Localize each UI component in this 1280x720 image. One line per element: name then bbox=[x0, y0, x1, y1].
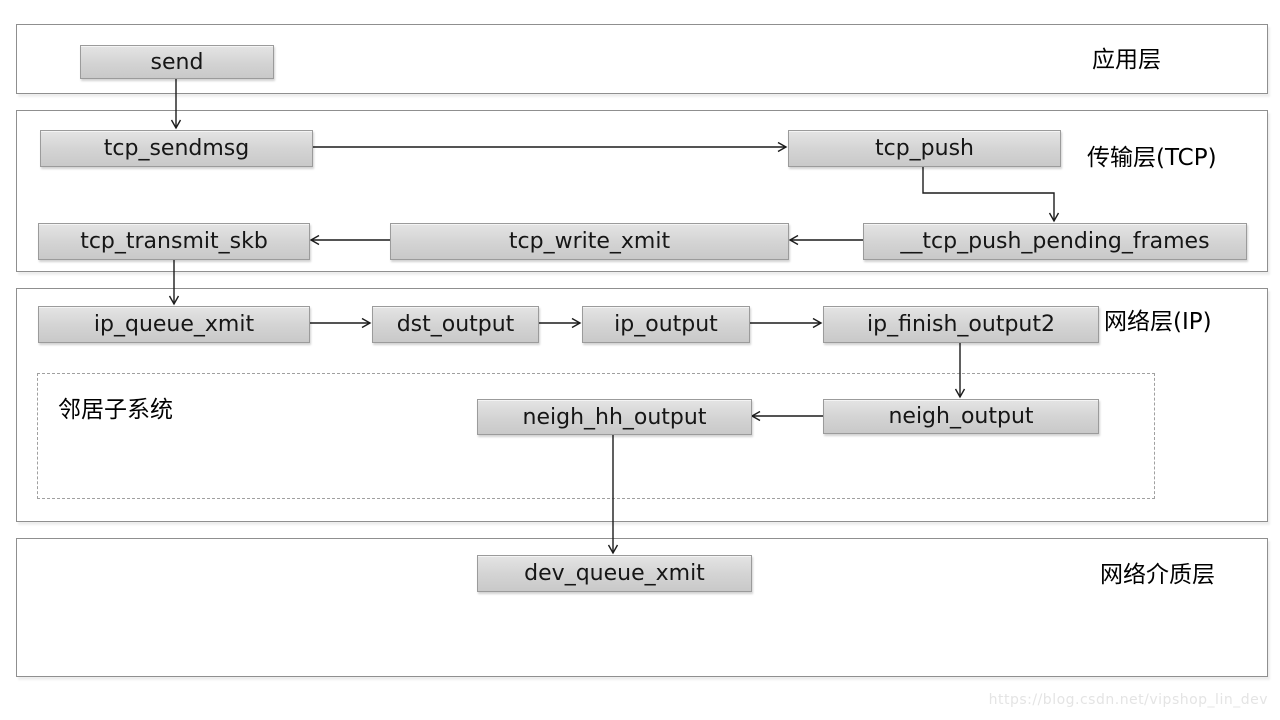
node-tcp_push: tcp_push bbox=[788, 130, 1061, 167]
node-__tcp_push_pending_frames: __tcp_push_pending_frames bbox=[863, 223, 1247, 260]
layer-media-label: 网络介质层 bbox=[1100, 562, 1215, 588]
node-ip_output: ip_output bbox=[582, 306, 750, 343]
layer-network-label: 网络层(IP) bbox=[1104, 309, 1212, 335]
node-neigh_hh_output: neigh_hh_output bbox=[477, 399, 752, 435]
node-dst_output: dst_output bbox=[372, 306, 539, 343]
layer-application-label: 应用层 bbox=[1092, 47, 1161, 73]
neighbor-subsystem-label: 邻居子系统 bbox=[58, 397, 173, 423]
node-tcp_transmit_skb: tcp_transmit_skb bbox=[38, 223, 310, 260]
node-send: send bbox=[80, 45, 274, 79]
node-tcp_write_xmit: tcp_write_xmit bbox=[390, 223, 789, 260]
node-dev_queue_xmit: dev_queue_xmit bbox=[477, 555, 752, 592]
node-ip_queue_xmit: ip_queue_xmit bbox=[38, 306, 310, 343]
node-ip_finish_output2: ip_finish_output2 bbox=[823, 306, 1099, 343]
node-neigh_output: neigh_output bbox=[823, 399, 1099, 434]
layer-transport-label: 传输层(TCP) bbox=[1087, 145, 1217, 171]
watermark: https://blog.csdn.net/vipshop_lin_dev bbox=[988, 692, 1268, 708]
neighbor-subsystem-box: 邻居子系统 bbox=[37, 373, 1155, 499]
node-tcp_sendmsg: tcp_sendmsg bbox=[40, 130, 313, 167]
